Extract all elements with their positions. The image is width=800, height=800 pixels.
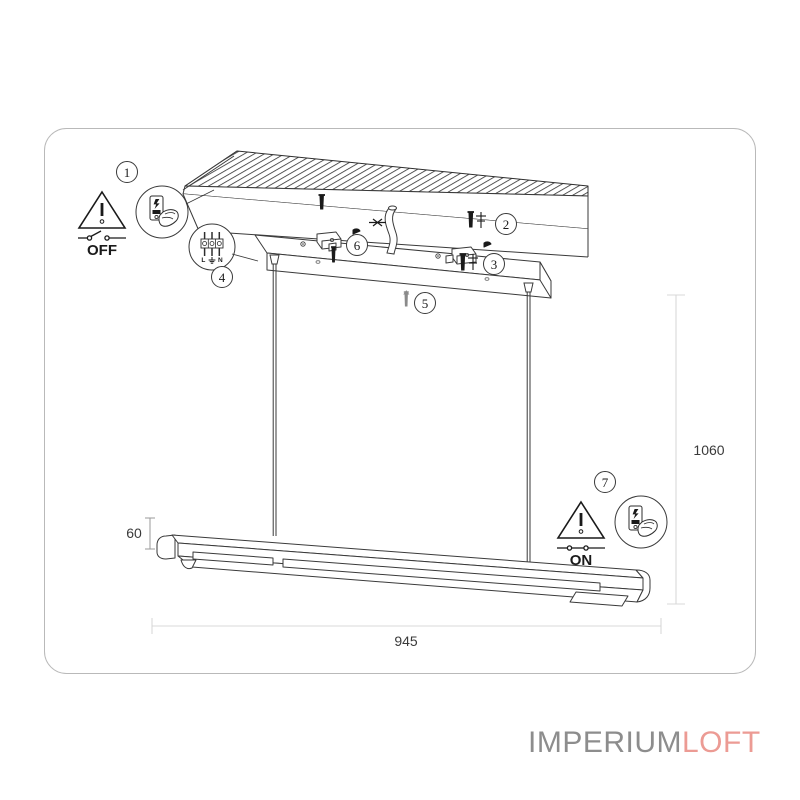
brand-logo: IMPERIUMLOFT bbox=[528, 726, 761, 760]
callout-4: 4 bbox=[211, 266, 233, 288]
warning-off-label: OFF bbox=[87, 242, 117, 259]
warning-triangle-icon-on bbox=[556, 500, 606, 539]
fastener-icons-3 bbox=[459, 253, 478, 271]
dimension-height-1060 bbox=[667, 294, 685, 605]
brand-logo-loft: LOFT bbox=[682, 726, 761, 759]
dimension-height-label: 1060 bbox=[693, 442, 724, 458]
callout-3: 3 bbox=[483, 253, 505, 275]
hand-switch-on-icon bbox=[614, 495, 668, 549]
warning-off: OFF bbox=[77, 185, 215, 259]
terminal-block-detail: L N bbox=[188, 223, 259, 271]
suspension-cables bbox=[269, 254, 534, 590]
brand-logo-imperium: IMPERIUM bbox=[528, 726, 682, 759]
svg-text:6: 6 bbox=[354, 238, 361, 253]
svg-text:3: 3 bbox=[491, 257, 498, 272]
switch-closed-icon bbox=[557, 545, 605, 551]
screw-icon-top bbox=[318, 194, 325, 210]
switch-open-icon bbox=[78, 230, 126, 241]
dimension-width-label: 945 bbox=[394, 633, 418, 649]
terminal-label-N: N bbox=[218, 257, 223, 264]
warning-on: ON bbox=[556, 495, 668, 569]
luminaire-body bbox=[156, 534, 651, 607]
warning-on-label: ON bbox=[570, 552, 593, 569]
callout-1: 1 bbox=[116, 161, 138, 183]
svg-text:4: 4 bbox=[219, 270, 226, 285]
fastener-icons-2 bbox=[467, 211, 486, 228]
dimension-width-945 bbox=[151, 618, 662, 634]
warning-triangle-icon bbox=[77, 190, 127, 229]
callout-2: 2 bbox=[495, 213, 517, 235]
svg-text:1: 1 bbox=[124, 165, 131, 180]
bracket-assembly-6 bbox=[300, 218, 386, 263]
terminal-label-L: L bbox=[201, 257, 205, 264]
callout-6: 6 bbox=[346, 234, 368, 256]
callout-bubbles: 1 2 3 4 5 6 7 bbox=[116, 161, 616, 493]
power-flex-cable bbox=[384, 205, 398, 255]
dimension-profile-label: 60 bbox=[126, 525, 142, 541]
hand-switch-off-icon bbox=[135, 185, 189, 239]
svg-text:5: 5 bbox=[422, 296, 429, 311]
dimension-profile-60 bbox=[145, 517, 155, 550]
callout-5: 5 bbox=[414, 292, 436, 314]
svg-text:7: 7 bbox=[602, 475, 609, 490]
callout-7: 7 bbox=[594, 471, 616, 493]
svg-text:2: 2 bbox=[503, 217, 510, 232]
ceiling-plate bbox=[182, 150, 589, 258]
screw-icon-5 bbox=[403, 290, 410, 307]
